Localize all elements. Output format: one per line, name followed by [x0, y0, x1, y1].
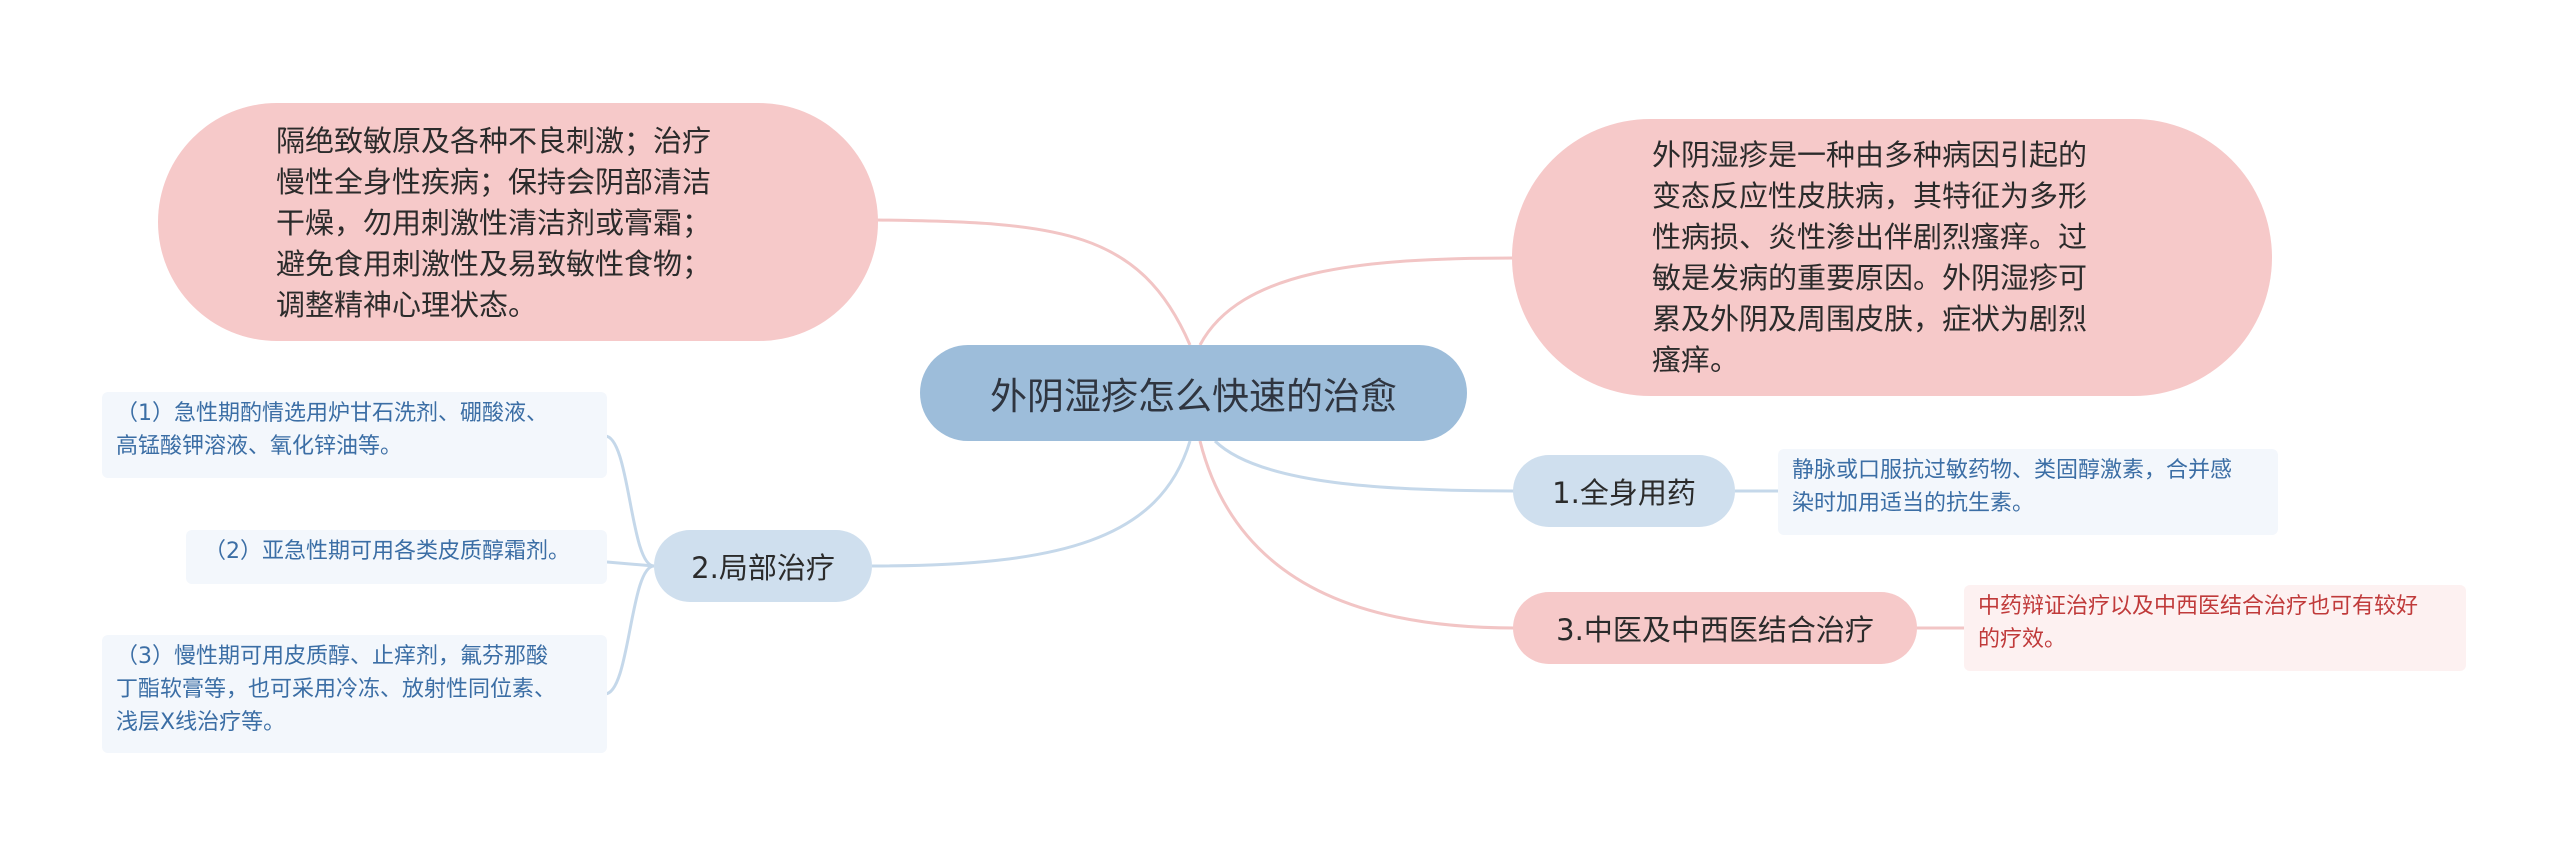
central-topic-label: 外阴湿疹怎么快速的治愈	[990, 375, 1397, 418]
leaf-text-line: （2）亚急性期可用各类皮质醇霜剂。	[204, 539, 570, 564]
leaf-text-line: 静脉或口服抗过敏药物、类固醇激素，合并感	[1792, 458, 2233, 483]
leaf-text-line: 的疗效。	[1978, 627, 2067, 652]
leaf-text-line: （3）慢性期可用皮质醇、止痒剂，氟芬那酸	[116, 644, 548, 669]
leaf-text-line: 染时加用适当的抗生素。	[1792, 491, 2035, 516]
branch-systemic-medication[interactable]: 1.全身用药	[1513, 455, 1735, 527]
leaf-chronic-phase[interactable]: （3）慢性期可用皮质醇、止痒剂，氟芬那酸 丁酯软膏等，也可采用冷冻、放射性同位素…	[102, 635, 607, 753]
bubble-text-line: 变态反应性皮肤病，其特征为多形	[1652, 179, 2088, 213]
link-local-leaf2	[606, 560, 655, 568]
bubble-text-line: 避免食用刺激性及易致敏性食物；	[276, 247, 712, 281]
link-local-leaf1	[604, 434, 655, 568]
bubble-text-line: 干燥，勿用刺激性清洁剂或膏霜；	[276, 206, 712, 240]
branch-tcm-treatment[interactable]: 3.中医及中西医结合治疗	[1513, 592, 1917, 664]
bubble-text-line: 外阴湿疹是一种由多种病因引起的	[1652, 138, 2088, 172]
bubble-text-line: 累及外阴及周围皮肤，症状为剧烈	[1652, 302, 2088, 336]
leaf-text-line: 浅层X线治疗等。	[116, 710, 286, 735]
leaf-acute-phase[interactable]: （1）急性期酌情选用炉甘石洗剂、硼酸液、 高锰酸钾溶液、氧化锌油等。	[102, 392, 607, 478]
link-central-local	[871, 440, 1192, 568]
definition-bubble[interactable]: 外阴湿疹是一种由多种病因引起的 变态反应性皮肤病，其特征为多形 性病损、炎性渗出…	[1512, 119, 2272, 396]
leaf-subacute-phase[interactable]: （2）亚急性期可用各类皮质醇霜剂。	[186, 530, 607, 584]
bubble-text-line: 瘙痒。	[1652, 343, 1740, 377]
branch-label: 3.中医及中西医结合治疗	[1556, 613, 1874, 647]
branch-label: 1.全身用药	[1552, 476, 1696, 510]
leaf-tcm-detail[interactable]: 中药辩证治疗以及中西医结合治疗也可有较好 的疗效。	[1964, 585, 2466, 671]
central-topic[interactable]: 外阴湿疹怎么快速的治愈	[920, 345, 1467, 441]
bubble-text-line: 敏是发病的重要原因。外阴湿疹可	[1652, 261, 2088, 295]
link-central-left-bubble	[875, 218, 1192, 346]
leaf-text-line: 丁酯软膏等，也可采用冷冻、放射性同位素、	[116, 677, 557, 702]
link-local-leaf3	[604, 564, 655, 696]
bubble-text-line: 慢性全身性疾病；保持会阴部清洁	[276, 165, 712, 199]
bubble-text-line: 隔绝致敏原及各种不良刺激；治疗	[276, 124, 712, 158]
leaf-text-line: 高锰酸钾溶液、氧化锌油等。	[116, 434, 403, 459]
branch-local-treatment[interactable]: 2.局部治疗	[654, 530, 872, 602]
leaf-text-line: （1）急性期酌情选用炉甘石洗剂、硼酸液、	[116, 401, 548, 426]
link-central-right-bubble	[1198, 256, 1516, 346]
link-central-systemic	[1213, 439, 1516, 493]
prevention-bubble[interactable]: 隔绝致敏原及各种不良刺激；治疗 慢性全身性疾病；保持会阴部清洁 干燥，勿用刺激性…	[158, 103, 878, 341]
bubble-text-line: 调整精神心理状态。	[276, 288, 538, 322]
link-central-tcm	[1198, 440, 1516, 630]
leaf-text-line: 中药辩证治疗以及中西医结合治疗也可有较好	[1978, 594, 2419, 619]
branch-label: 2.局部治疗	[691, 551, 835, 585]
bubble-text-line: 性病损、炎性渗出伴剧烈瘙痒。过	[1652, 220, 2088, 254]
leaf-systemic-detail[interactable]: 静脉或口服抗过敏药物、类固醇激素，合并感 染时加用适当的抗生素。	[1778, 449, 2278, 535]
